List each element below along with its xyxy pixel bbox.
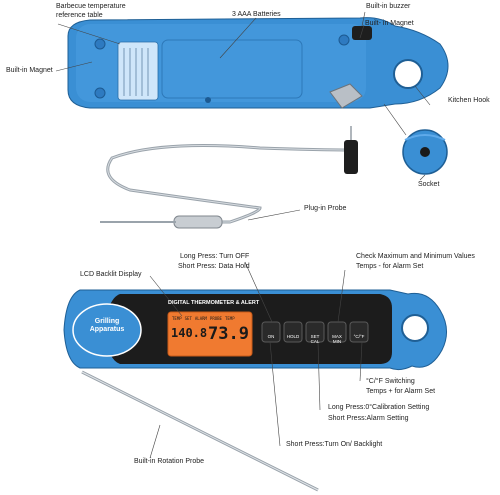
front-view-device [63, 289, 447, 492]
lcd-tag-row: TEMP SET ALARM PROBE TEMP [172, 316, 235, 321]
lcd-reading-right: 73.9 [208, 324, 249, 344]
socket-detail [383, 103, 448, 175]
btn-set-cal[interactable]: SET CAL [310, 334, 320, 344]
plug-in-probe [100, 126, 358, 229]
btn-cf[interactable]: °C/°F [353, 334, 365, 339]
label-kitchen-hook: Kitchen Hook [448, 97, 490, 104]
lcd-reading-left: 140.8 [171, 326, 208, 340]
label-plugin-probe: Plug-in Probe [304, 205, 347, 212]
label-temps-plus: Temps + for Alarm Set [366, 388, 436, 395]
label-socket: Socket [418, 181, 440, 188]
label-lcd-backlit: LCD Backlit Display [80, 271, 142, 278]
btn-hold[interactable]: HOLD [286, 334, 300, 339]
device-header-text: DIGITAL THERMOMETER & ALERT [168, 300, 260, 306]
label-check-max-min: Check Maximum and Minimum Values [356, 253, 475, 260]
label-short-hold: Short Press: Data Hold [178, 263, 250, 270]
leader-lines [55, 11, 431, 459]
btn-max-min[interactable]: MAX MIN [332, 334, 342, 344]
label-magnet-left: Built-in Magnet [6, 67, 53, 74]
label-rotation-probe: Built-in Rotation Probe [134, 458, 205, 465]
label-short-on: Short Press:Turn On/ Backlight [286, 441, 383, 448]
buzzer-slot [352, 26, 372, 40]
label-buzzer: Built-in buzzer [366, 3, 411, 10]
back-view-device [67, 17, 449, 109]
label-cf-switch: °C/°F Switching [366, 378, 415, 385]
btn-on[interactable]: ON [267, 334, 275, 339]
label-long-cal: Long Press:0°Calibration Setting [328, 404, 430, 411]
button-row [261, 321, 369, 343]
label-batteries: 3 AAA Batteries [232, 11, 281, 18]
label-short-alarm: Short Press:Alarm Setting [328, 415, 409, 422]
lcd-tag: TEMP [224, 316, 235, 321]
label-temps-alarm: Temps - for Alarm Set [356, 263, 424, 270]
label-long-off: Long Press: Turn OFF [180, 253, 250, 260]
lcd-tag: TEMP [172, 316, 182, 321]
lcd-tag: SET [184, 316, 192, 321]
brand-text: Grilling Apparatus [89, 318, 125, 333]
lcd-tag: ALARM [194, 316, 207, 321]
lcd-screen [167, 311, 253, 357]
kitchen-hook-hole [393, 59, 423, 89]
label-bbq-table: Barbecue temperature reference table [56, 3, 126, 19]
brand-badge [72, 303, 142, 357]
lcd-tag: PROBE [209, 316, 222, 321]
label-magnet-right: Built- in Magnet [365, 20, 414, 27]
